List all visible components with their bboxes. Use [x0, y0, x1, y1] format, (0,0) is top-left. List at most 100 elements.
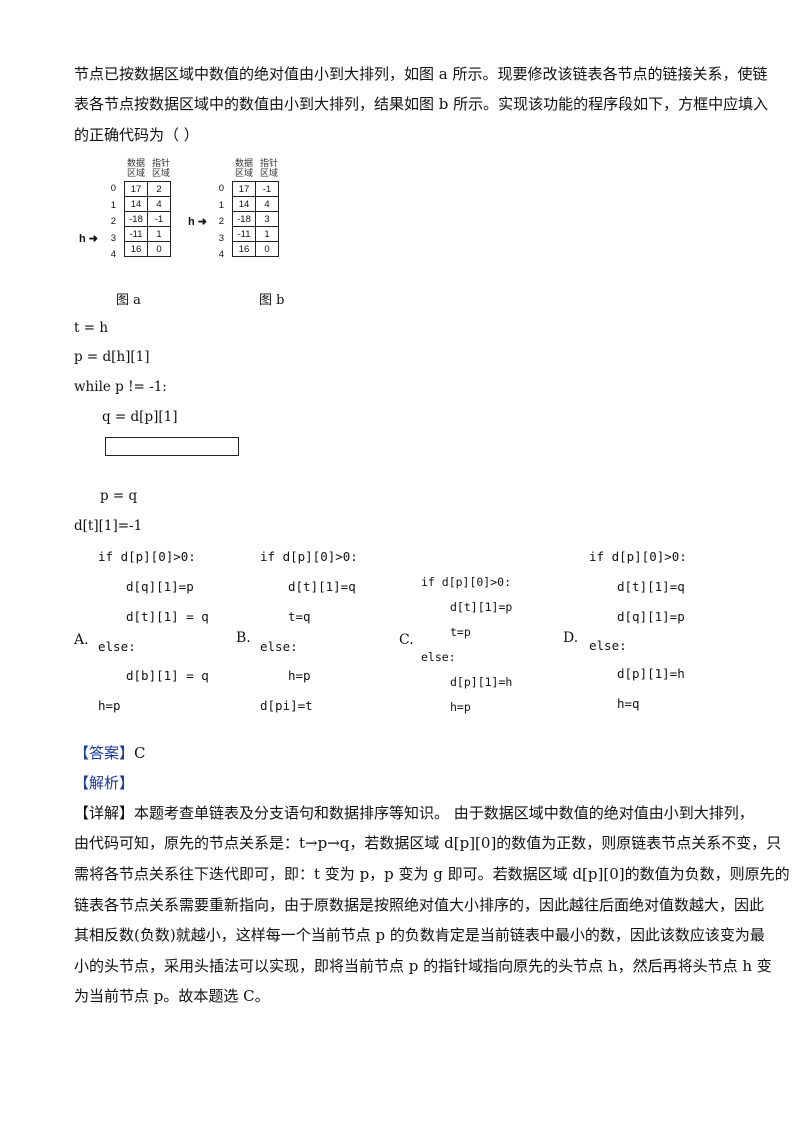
- fig-b-head-label: h: [188, 216, 195, 228]
- fig-a-indices: 0 1 2 3 4: [106, 181, 116, 264]
- code-line-3: while p != -1:: [74, 379, 167, 395]
- option-line: if d[p][0]>0:: [260, 549, 358, 564]
- answer-blank-box: [105, 437, 239, 456]
- fig-b-header-data-2: 区域: [235, 168, 254, 178]
- table-cell: -18: [124, 211, 148, 227]
- fig-b-caption: 图 b: [259, 293, 285, 308]
- option-line: d[p][1]=h: [450, 675, 513, 689]
- code-line-5: p = q: [100, 488, 138, 504]
- right-arrow-icon: ➜: [88, 233, 99, 245]
- table-cell: 16: [124, 241, 148, 257]
- option-line: else:: [589, 638, 627, 653]
- fig-a-index: 3: [110, 232, 116, 244]
- fig-b-header-ptr-2: 区域: [260, 168, 279, 178]
- detail-line: 为当前节点 p。故本题选 C。: [74, 987, 270, 1005]
- fig-a-caption: 图 a: [116, 293, 141, 308]
- option-line: t=p: [450, 625, 471, 639]
- detail-line: 【详解】本题考查单链表及分支语句和数据排序等知识。 由于数据区域中数值的绝对值由…: [74, 804, 754, 822]
- code-line-4: q = d[p][1]: [102, 409, 178, 425]
- fig-b-header-data: 数据: [235, 158, 254, 168]
- option-line: else:: [98, 639, 136, 654]
- option-line: if d[p][0]>0:: [421, 575, 512, 589]
- table-cell: -1: [255, 181, 279, 197]
- right-arrow-icon: ➜: [197, 216, 208, 228]
- analysis-tag: 【解析】: [74, 774, 135, 792]
- table-cell: -11: [124, 226, 148, 242]
- detail-line: 链表各节点关系需要重新指向，由于原数据是按照绝对值大小排序的，因此越往后面绝对值…: [74, 896, 765, 914]
- fig-a-header-data-2: 区域: [127, 168, 146, 178]
- fig-a-head-pointer: h ➜: [79, 232, 98, 245]
- code-line-2: p = d[h][1]: [74, 349, 150, 365]
- option-line: d[t][1]=q: [617, 579, 685, 594]
- fig-a-index: 0: [110, 183, 116, 194]
- option-line: t=q: [288, 609, 311, 624]
- table-cell: 0: [255, 241, 279, 257]
- option-b-label: B.: [236, 630, 251, 646]
- fig-b-header-ptr: 指针: [260, 158, 279, 168]
- table-row: -18-1: [124, 211, 171, 227]
- option-line: else:: [421, 650, 456, 664]
- option-line: h=p: [98, 698, 121, 713]
- table-cell: 2: [147, 181, 171, 197]
- fig-a-index: 2: [110, 216, 116, 228]
- option-c-label: C.: [399, 632, 414, 648]
- code-line-6: d[t][1]=-1: [74, 518, 143, 534]
- table-cell: 17: [232, 181, 256, 197]
- fig-a-head-label: h: [79, 233, 86, 245]
- option-a-label: A.: [74, 632, 89, 648]
- table-cell: 17: [124, 181, 148, 197]
- table-cell: -11: [232, 226, 256, 242]
- option-line: else:: [260, 639, 298, 654]
- table-cell: -1: [147, 211, 171, 227]
- option-line: h=p: [450, 700, 471, 714]
- answer-tag: 【答案】: [74, 744, 135, 762]
- table-cell: 1: [147, 226, 171, 242]
- table-cell: 16: [232, 241, 256, 257]
- option-line: d[q][1]=p: [617, 609, 685, 624]
- fig-a-header-data: 数据: [127, 158, 146, 168]
- option-line: d[t][1]=p: [450, 600, 513, 614]
- fig-b-index: 4: [218, 249, 224, 261]
- fig-b-indices: 0 1 2 3 4: [214, 181, 224, 264]
- fig-b-head-pointer: h ➜: [188, 215, 207, 228]
- option-line: if d[p][0]>0:: [98, 549, 196, 564]
- fig-b-index: 2: [218, 216, 224, 228]
- fig-a-index: 1: [110, 199, 116, 211]
- table-cell: 4: [147, 196, 171, 212]
- answer-line: 【答案】C: [74, 738, 146, 768]
- option-line: h=q: [617, 696, 640, 711]
- option-line: d[t][1]=q: [288, 579, 356, 594]
- detail-line: 小的头节点，采用头插法可以实现，即将当前节点 p 的指针域指向原先的头节点 h，…: [74, 957, 772, 975]
- detail-line: 需将各节点关系往下迭代即可，即：t 变为 p，p 变为 g 即可。若数据区域 d…: [74, 865, 790, 883]
- table-cell: 1: [255, 226, 279, 242]
- detail-line: 其相反数(负数)就越小，这样每一个当前节点 p 的负数肯定是当前链表中最小的数，…: [74, 926, 765, 944]
- fig-b-index: 0: [218, 183, 224, 194]
- table-cell: 0: [147, 241, 171, 257]
- code-line-1: t = h: [74, 320, 109, 336]
- table-cell: 4: [255, 196, 279, 212]
- table-cell: 14: [124, 196, 148, 212]
- detail-line: 由代码可知，原先的节点关系是：t→p→q，若数据区域 d[p][0]的数值为正数…: [74, 834, 782, 852]
- option-line: d[q][1]=p: [126, 579, 194, 594]
- answer-value: C: [134, 744, 146, 762]
- option-line: if d[p][0]>0:: [589, 549, 687, 564]
- option-line: d[t][1] = q: [126, 609, 209, 624]
- table-row: 17-1: [232, 181, 279, 197]
- fig-b-index: 3: [218, 232, 224, 244]
- fig-a-header-ptr-2: 区域: [152, 168, 171, 178]
- option-line: d[pi]=t: [260, 698, 313, 713]
- intro-line-3: 的正确代码为（ ）: [74, 126, 199, 144]
- table-cell: 14: [232, 196, 256, 212]
- option-line: d[p][1]=h: [617, 666, 685, 681]
- table-cell: 3: [255, 211, 279, 227]
